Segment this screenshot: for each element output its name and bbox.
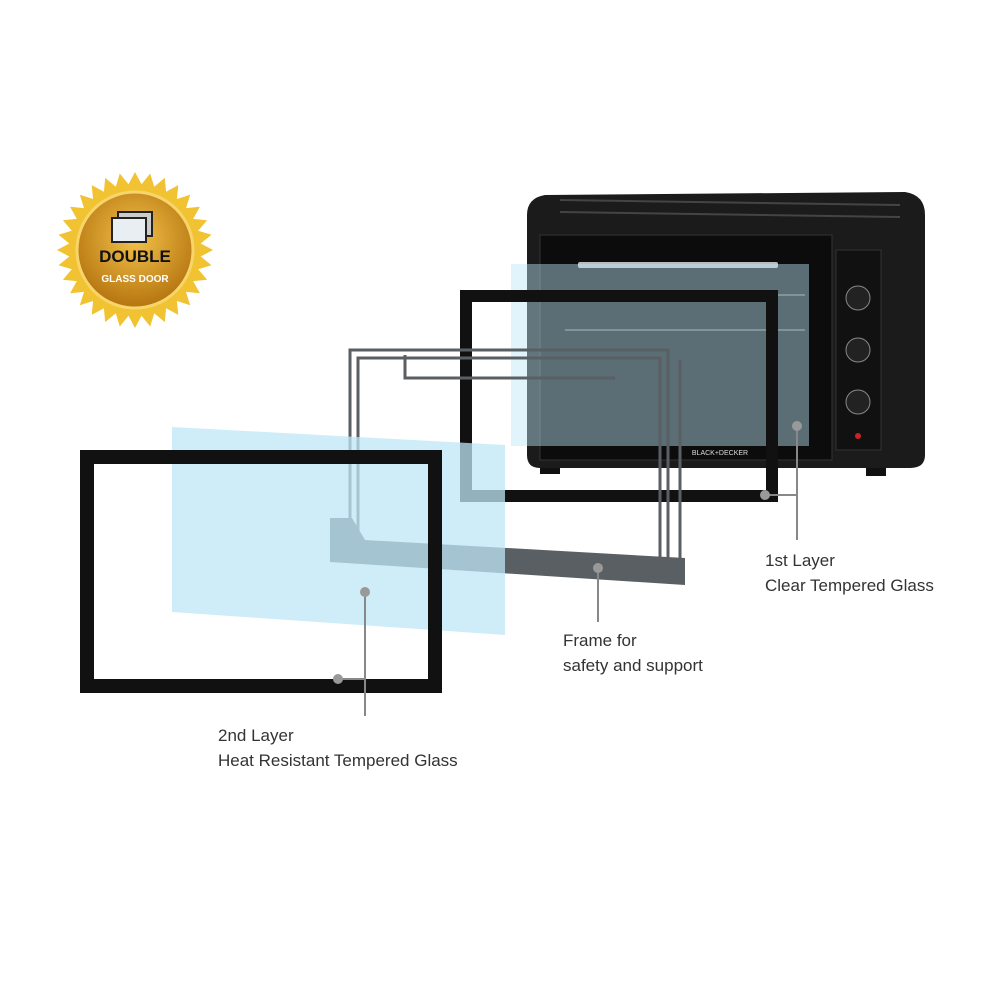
second-layer-callout: 2nd Layer Heat Resistant Tempered Glass [218, 723, 458, 773]
power-light [855, 433, 861, 439]
timer-knob [845, 389, 871, 415]
frame-title: Frame for [563, 631, 637, 650]
first-layer-callout: 1st Layer Clear Tempered Glass [765, 548, 934, 598]
second-layer-desc: Heat Resistant Tempered Glass [218, 751, 458, 770]
callout-leaders [333, 421, 802, 716]
frame-desc: safety and support [563, 656, 703, 675]
badge-line1: DOUBLE [99, 247, 171, 266]
first-layer-desc: Clear Tempered Glass [765, 576, 934, 595]
door-handle [578, 262, 778, 268]
temperature-knob [845, 285, 871, 311]
brand-logo: BLACK+DECKER [692, 450, 748, 457]
frame-callout: Frame for safety and support [563, 628, 703, 678]
outer-black-frame-2 [80, 450, 442, 693]
first-layer-title: 1st Layer [765, 551, 835, 570]
badge-line2: GLASS DOOR [101, 274, 169, 285]
function-knob [845, 337, 871, 363]
second-layer-glass [172, 427, 505, 635]
outer-black-frame-1 [460, 290, 778, 502]
second-layer-title: 2nd Layer [218, 726, 294, 745]
double-glass-door-badge: DOUBLE GLASS DOOR [57, 172, 213, 328]
glass-panes-icon [111, 211, 153, 243]
